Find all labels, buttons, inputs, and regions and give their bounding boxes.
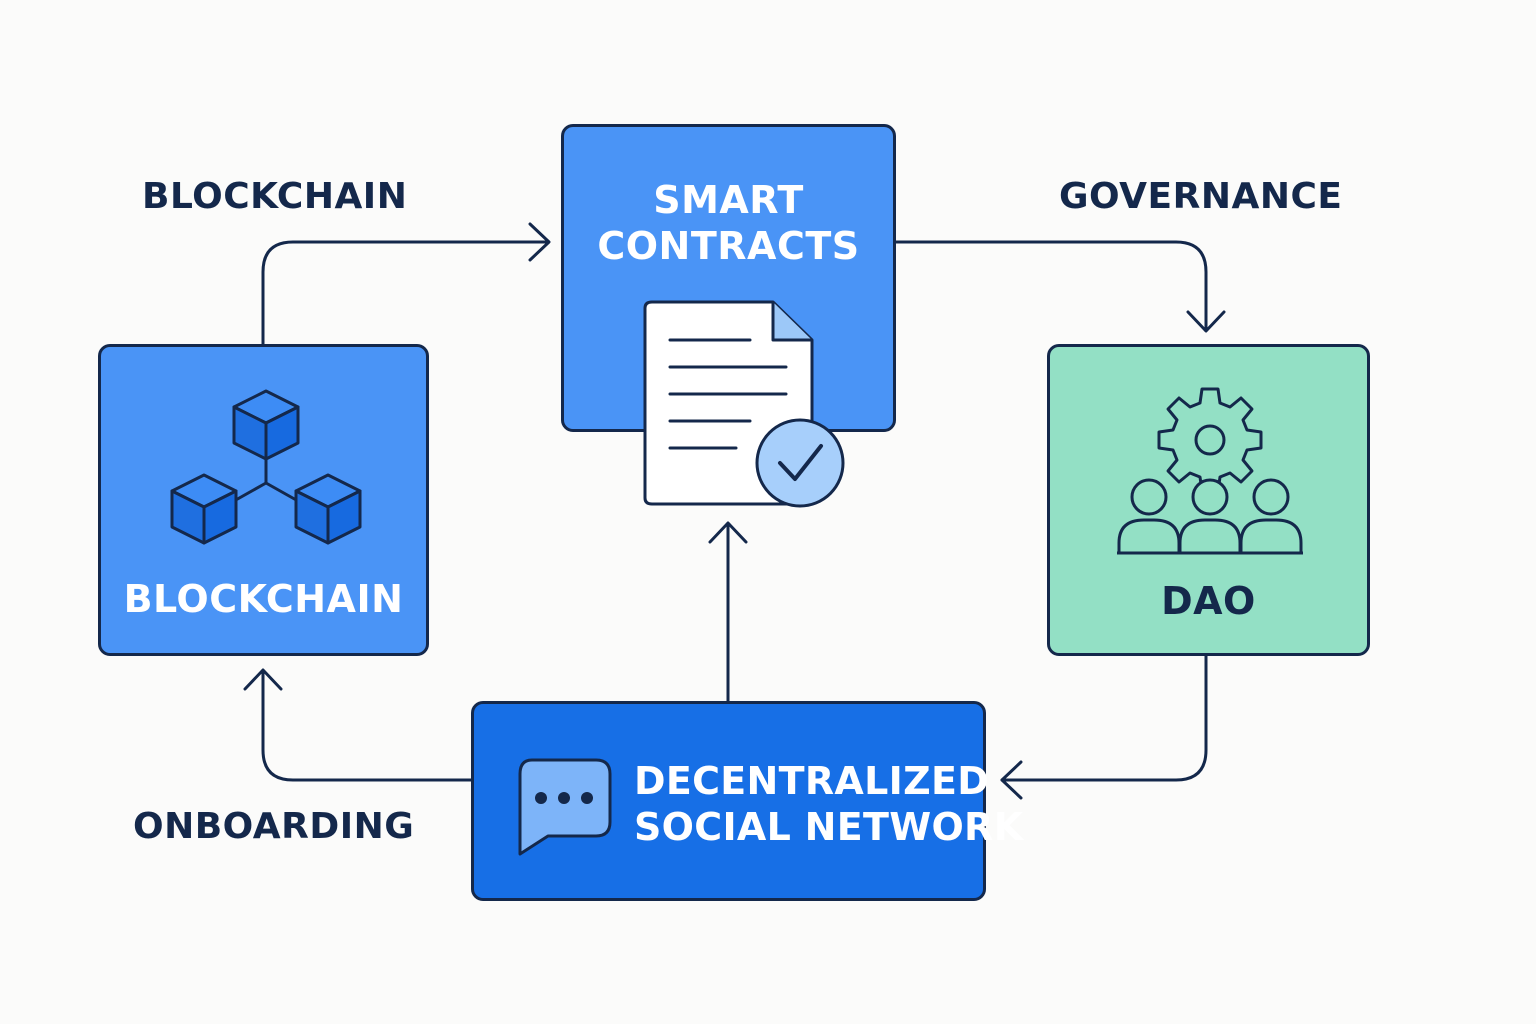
gear-icon: [1157, 387, 1263, 493]
person-right-head-icon: [1252, 478, 1290, 516]
blockchain-title: BLOCKCHAIN: [123, 577, 404, 621]
smart-contracts-title: SMART CONTRACTS: [564, 177, 893, 269]
gear-people-icon: [1117, 387, 1303, 555]
smart-contracts-title-line2: CONTRACTS: [597, 224, 860, 268]
social-network-title-line2: SOCIAL NETWORK: [634, 805, 1024, 849]
person-center-head-icon: [1191, 478, 1229, 516]
arrowhead-social-to-blockchain: [243, 668, 283, 691]
arrow-blockchain-to-contracts: [261, 240, 550, 346]
person-right-body-icon: [1239, 518, 1303, 555]
node-blockchain: BLOCKCHAIN: [98, 344, 429, 656]
blockchain-cubes-icon: [170, 389, 362, 545]
smart-contracts-title-line1: SMART: [653, 178, 804, 222]
social-network-title: DECENTRALIZED SOCIAL NETWORK: [634, 758, 1023, 850]
arrowhead-contracts-to-dao: [1186, 310, 1226, 333]
flow-label-governance: GOVERNANCE: [1059, 176, 1343, 217]
dao-title: DAO: [1161, 579, 1256, 623]
flow-label-blockchain: BLOCKCHAIN: [142, 176, 408, 217]
person-left-body-icon: [1117, 518, 1181, 555]
document-check-icon: [643, 300, 845, 508]
node-dao: DAO: [1047, 344, 1370, 656]
social-network-title-line1: DECENTRALIZED: [634, 759, 990, 803]
arrowhead-dao-to-social: [1000, 760, 1023, 800]
person-center-body-icon: [1178, 518, 1242, 555]
arrowhead-social-to-contracts: [708, 521, 748, 544]
node-social-network: DECENTRALIZED SOCIAL NETWORK: [471, 701, 1023, 901]
arrowhead-blockchain-to-contracts: [528, 222, 551, 262]
flow-label-onboarding: ONBOARDING: [133, 806, 415, 847]
arrow-social-to-blockchain: [261, 669, 473, 782]
chat-bubble-icon: [518, 758, 612, 856]
arrow-dao-to-social: [1000, 654, 1208, 782]
arrow-contracts-to-dao: [894, 240, 1208, 332]
person-left-head-icon: [1130, 478, 1168, 516]
